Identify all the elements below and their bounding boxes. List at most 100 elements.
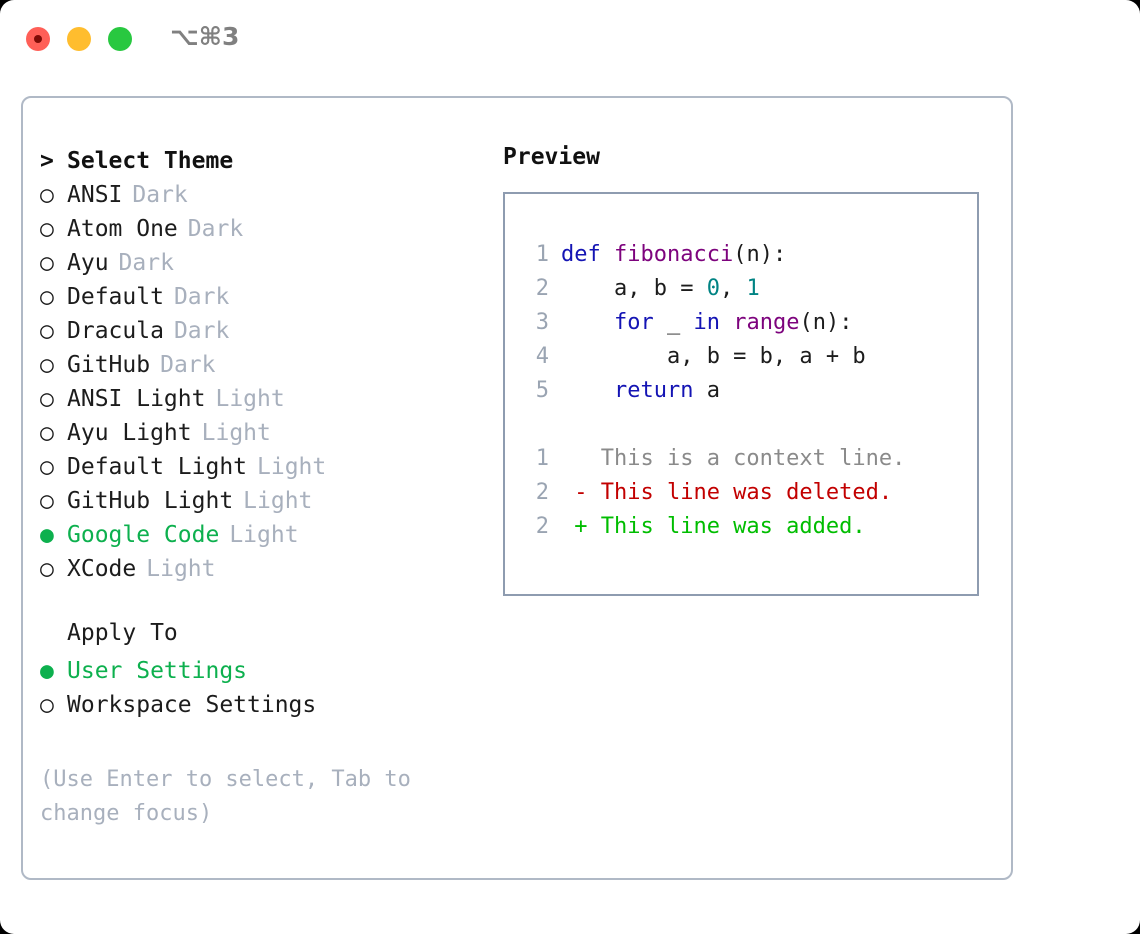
apply-to-list: ● User Settings ○ Workspace Settings xyxy=(40,654,480,722)
radio-unselected-icon: ○ xyxy=(40,454,54,480)
theme-name: XCode xyxy=(67,556,137,582)
keyboard-hint: (Use Enter to select, Tab to change focu… xyxy=(40,767,411,826)
apply-to-name: User Settings xyxy=(67,658,248,684)
code-token-txt xyxy=(561,310,614,335)
code-line-text: return a xyxy=(561,374,720,408)
line-number: 3 xyxy=(535,310,549,335)
apply-to-item[interactable]: ○ Workspace Settings xyxy=(40,688,480,722)
apply-to-item[interactable]: ● User Settings xyxy=(40,654,480,688)
code-line: 5 return a xyxy=(505,374,977,408)
close-button[interactable] xyxy=(26,27,50,51)
code-line: 1 def fibonacci(n): xyxy=(505,238,977,272)
theme-kind-badge: Light xyxy=(146,556,216,582)
code-token-txt: , xyxy=(719,276,747,301)
code-token-txt xyxy=(720,310,733,335)
apply-to-heading: Apply To xyxy=(40,620,480,654)
diff-line-text: + This line was added. xyxy=(561,514,866,539)
maximize-button[interactable] xyxy=(108,27,132,51)
apply-to-name: Workspace Settings xyxy=(67,692,317,718)
theme-kind-badge: Dark xyxy=(173,318,230,344)
radio-unselected-icon: ○ xyxy=(40,556,54,582)
caret-icon: > xyxy=(40,148,54,174)
diff-line: 2 + This line was added. xyxy=(505,510,977,544)
line-number: 1 xyxy=(535,242,549,267)
code-diff-spacer xyxy=(505,408,977,442)
radio-unselected-icon: ○ xyxy=(40,318,54,344)
theme-kind-badge: Light xyxy=(243,488,313,514)
diff-line: 1 This is a context line. xyxy=(505,442,977,476)
radio-selected-icon: ● xyxy=(40,522,54,548)
code-token-txt: a xyxy=(693,378,720,403)
preview-title: Preview xyxy=(503,144,600,170)
theme-name: Ayu Light xyxy=(67,420,192,446)
theme-list-item[interactable]: ● Google Code Light xyxy=(40,518,480,552)
radio-unselected-icon: ○ xyxy=(40,250,54,276)
theme-name: ANSI Light xyxy=(67,386,206,412)
line-number: 5 xyxy=(535,378,549,403)
code-line-text: a, b = 0, 1 xyxy=(561,272,760,306)
code-line-text: a, b = b, a + b xyxy=(561,340,866,374)
diff-line-text: - This line was deleted. xyxy=(561,480,893,505)
theme-kind-badge: Light xyxy=(229,522,299,548)
radio-unselected-icon: ○ xyxy=(40,284,54,310)
theme-kind-badge: Dark xyxy=(173,284,230,310)
theme-kind-badge: Dark xyxy=(160,352,216,378)
theme-name: GitHub Light xyxy=(67,488,234,514)
theme-list-item[interactable]: ○ Ayu Dark xyxy=(40,246,480,280)
code-token-punc: (n): xyxy=(733,242,787,267)
theme-kind-badge: Light xyxy=(257,454,327,480)
select-theme-label: Select Theme xyxy=(67,148,234,174)
line-number: 2 xyxy=(535,480,549,505)
code-line: 4 a, b = b, a + b xyxy=(505,340,977,374)
line-number: 2 xyxy=(535,514,549,539)
code-token-fn: fibonacci xyxy=(613,242,734,267)
code-token-txt xyxy=(561,378,614,403)
radio-unselected-icon: ○ xyxy=(40,216,54,242)
code-token-num: 0 xyxy=(706,276,720,301)
diff-line: 2 - This line was deleted. xyxy=(505,476,977,510)
theme-name: Ayu xyxy=(67,250,109,276)
theme-kind-badge: Light xyxy=(201,420,271,446)
radio-unselected-icon: ○ xyxy=(40,692,54,718)
code-line-text: for _ in range(n): xyxy=(561,306,852,340)
code-line: 2 a, b = 0, 1 xyxy=(505,272,977,306)
theme-name: Google Code xyxy=(67,522,220,548)
titlebar: ⌥⌘3 xyxy=(0,0,1140,78)
code-token-fn: range xyxy=(733,310,800,335)
theme-list-item[interactable]: ○ Default Light Light xyxy=(40,450,480,484)
line-number: 4 xyxy=(535,344,549,369)
theme-name: ANSI xyxy=(67,182,123,208)
theme-list-item[interactable]: ○ XCode Light xyxy=(40,552,480,586)
code-token-punc: (n): xyxy=(799,310,853,335)
code-token-txt: a, b = xyxy=(561,276,707,301)
radio-unselected-icon: ○ xyxy=(40,386,54,412)
apply-to-label: Apply To xyxy=(67,620,178,646)
theme-name: Default Light xyxy=(67,454,248,480)
theme-kind-badge: Dark xyxy=(118,250,174,276)
theme-kind-badge: Dark xyxy=(132,182,188,208)
theme-list-item[interactable]: ○ ANSI Dark xyxy=(40,178,480,212)
code-token-kw: def xyxy=(561,242,614,267)
theme-kind-badge: Dark xyxy=(187,216,244,242)
code-line: 3 for _ in range(n): xyxy=(505,306,977,340)
traffic-light-buttons xyxy=(26,27,132,51)
radio-unselected-icon: ○ xyxy=(40,182,54,208)
code-token-kw: return xyxy=(613,378,694,403)
radio-selected-icon: ● xyxy=(40,658,54,684)
diff-sample: 1 This is a context line.2 - This line w… xyxy=(505,442,977,544)
code-line-text: def fibonacci(n): xyxy=(561,238,786,272)
minimize-button[interactable] xyxy=(67,27,91,51)
